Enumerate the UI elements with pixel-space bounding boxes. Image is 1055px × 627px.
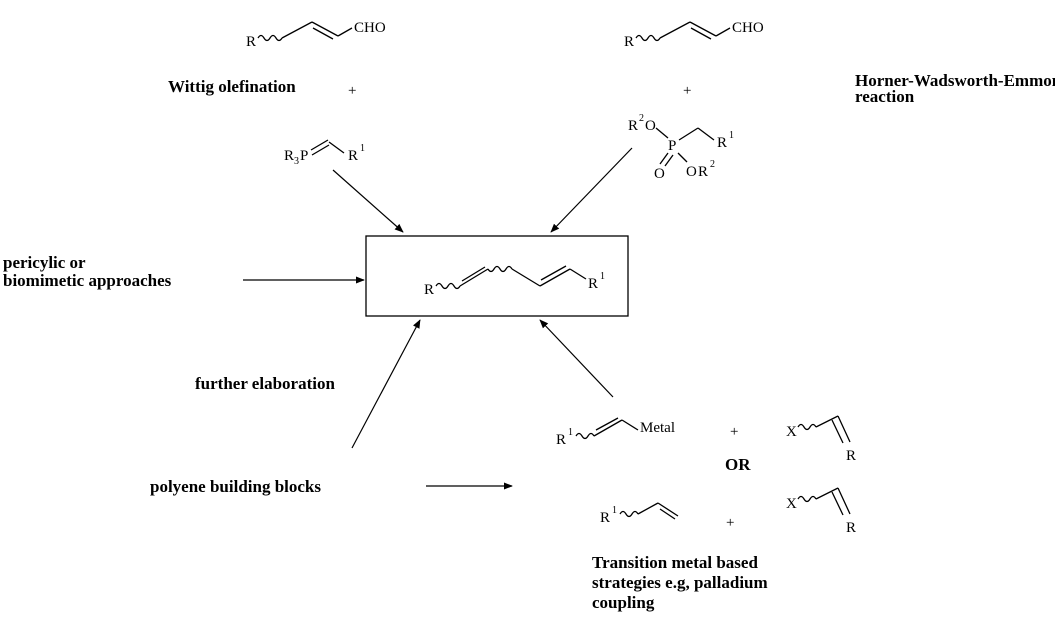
vinyl-metal: R 1 Metal xyxy=(556,417,675,448)
single-bond xyxy=(655,127,669,139)
vinyl-halide-bottom: X R xyxy=(786,487,856,536)
wittig-label: Wittig olefination xyxy=(168,77,296,96)
single-bond xyxy=(281,21,313,39)
single-bond xyxy=(815,415,839,428)
double-bond xyxy=(657,502,679,520)
transition-metal-label-line1: Transition metal based xyxy=(592,553,758,572)
subscript-3: 3 xyxy=(294,156,299,167)
pericyclic-label-line1: pericylic or xyxy=(3,253,86,272)
superscript-2: 2 xyxy=(639,113,644,124)
transition-metal-label-line2: strategies e.g, palladium xyxy=(592,573,768,592)
single-bond xyxy=(677,152,688,163)
plus-sign: + xyxy=(726,515,734,531)
atom-r: R xyxy=(846,520,856,536)
plus-sign: + xyxy=(683,83,691,99)
atom-cho: CHO xyxy=(354,20,386,36)
atom-metal: Metal xyxy=(640,420,675,436)
single-bond xyxy=(569,268,587,280)
single-bond xyxy=(637,502,659,515)
wavy-bond xyxy=(797,423,817,431)
double-bond-po xyxy=(659,152,674,167)
atom-r: R xyxy=(284,148,294,164)
pericyclic-label-line2: biomimetic approaches xyxy=(3,271,172,290)
single-bond xyxy=(621,419,639,431)
single-bond xyxy=(715,27,731,37)
single-bond xyxy=(328,141,345,154)
aldehyde-right: R CHO xyxy=(624,20,764,50)
arrow-hwe xyxy=(550,147,633,233)
atom-r: R xyxy=(556,432,566,448)
double-bond xyxy=(311,21,339,40)
atom-r: R xyxy=(717,135,727,151)
atom-r: R xyxy=(424,282,434,298)
atom-p: P xyxy=(668,138,676,154)
single-bond xyxy=(511,268,541,287)
wavy-bond xyxy=(635,34,661,42)
atom-cho: CHO xyxy=(732,20,764,36)
wavy-bond xyxy=(575,432,595,440)
atom-r: R xyxy=(600,510,610,526)
atom-o: O xyxy=(645,118,656,134)
superscript-2: 2 xyxy=(710,159,715,170)
superscript-1: 1 xyxy=(360,143,365,154)
arrow-further-elaboration xyxy=(351,319,421,449)
arrow-wittig xyxy=(332,169,404,233)
wavy-bond xyxy=(619,510,639,518)
or-label: OR xyxy=(725,455,751,474)
atom-r: R xyxy=(698,164,708,180)
wavy-bond xyxy=(487,265,513,273)
double-bond xyxy=(459,266,489,287)
double-bond xyxy=(689,21,717,40)
atom-x: X xyxy=(786,424,797,440)
product-box xyxy=(365,235,629,317)
double-bond xyxy=(539,265,571,287)
arrow-transition-metal xyxy=(539,319,614,398)
single-bond xyxy=(815,487,839,500)
atom-r: R xyxy=(624,34,634,50)
atom-o: O xyxy=(654,166,665,182)
further-elaboration-label: further elaboration xyxy=(195,374,335,393)
double-bond xyxy=(831,487,851,516)
superscript-1: 1 xyxy=(612,505,617,516)
vinyl-halide-top: X R xyxy=(786,415,856,464)
superscript-1: 1 xyxy=(568,427,573,438)
wavy-bond xyxy=(797,495,817,503)
hwe-label-line1: Horner-Wadsworth-Emmons xyxy=(855,71,1055,90)
atom-r: R xyxy=(588,276,598,292)
product-polyene: R R 1 xyxy=(424,265,605,298)
polyene-building-blocks-label: polyene building blocks xyxy=(150,477,321,496)
hwe-label-line2: reaction xyxy=(855,87,915,106)
superscript-1: 1 xyxy=(600,271,605,282)
atom-x: X xyxy=(786,496,797,512)
single-bond xyxy=(697,127,715,141)
superscript-1: 1 xyxy=(729,130,734,141)
transition-metal-label-line3: coupling xyxy=(592,593,655,612)
double-bond xyxy=(310,139,330,156)
atom-o: O xyxy=(686,164,697,180)
double-bond xyxy=(593,417,623,437)
wittig-ylide: R 3 P R 1 xyxy=(284,139,365,167)
plus-sign: + xyxy=(730,424,738,440)
atom-r: R xyxy=(348,148,358,164)
double-bond xyxy=(831,415,851,444)
atom-r: R xyxy=(846,448,856,464)
wavy-bond xyxy=(257,34,283,42)
terminal-alkene: R 1 xyxy=(600,502,679,526)
hwe-phosphonate: R 2 O P R 1 O O R 2 xyxy=(628,113,734,182)
wavy-bond xyxy=(435,282,461,290)
atom-p: P xyxy=(300,148,308,164)
plus-sign: + xyxy=(348,83,356,99)
single-bond xyxy=(659,21,691,39)
aldehyde-left: R CHO xyxy=(246,20,386,50)
atom-r: R xyxy=(246,34,256,50)
single-bond xyxy=(337,27,353,37)
atom-r: R xyxy=(628,118,638,134)
single-bond xyxy=(678,127,699,141)
